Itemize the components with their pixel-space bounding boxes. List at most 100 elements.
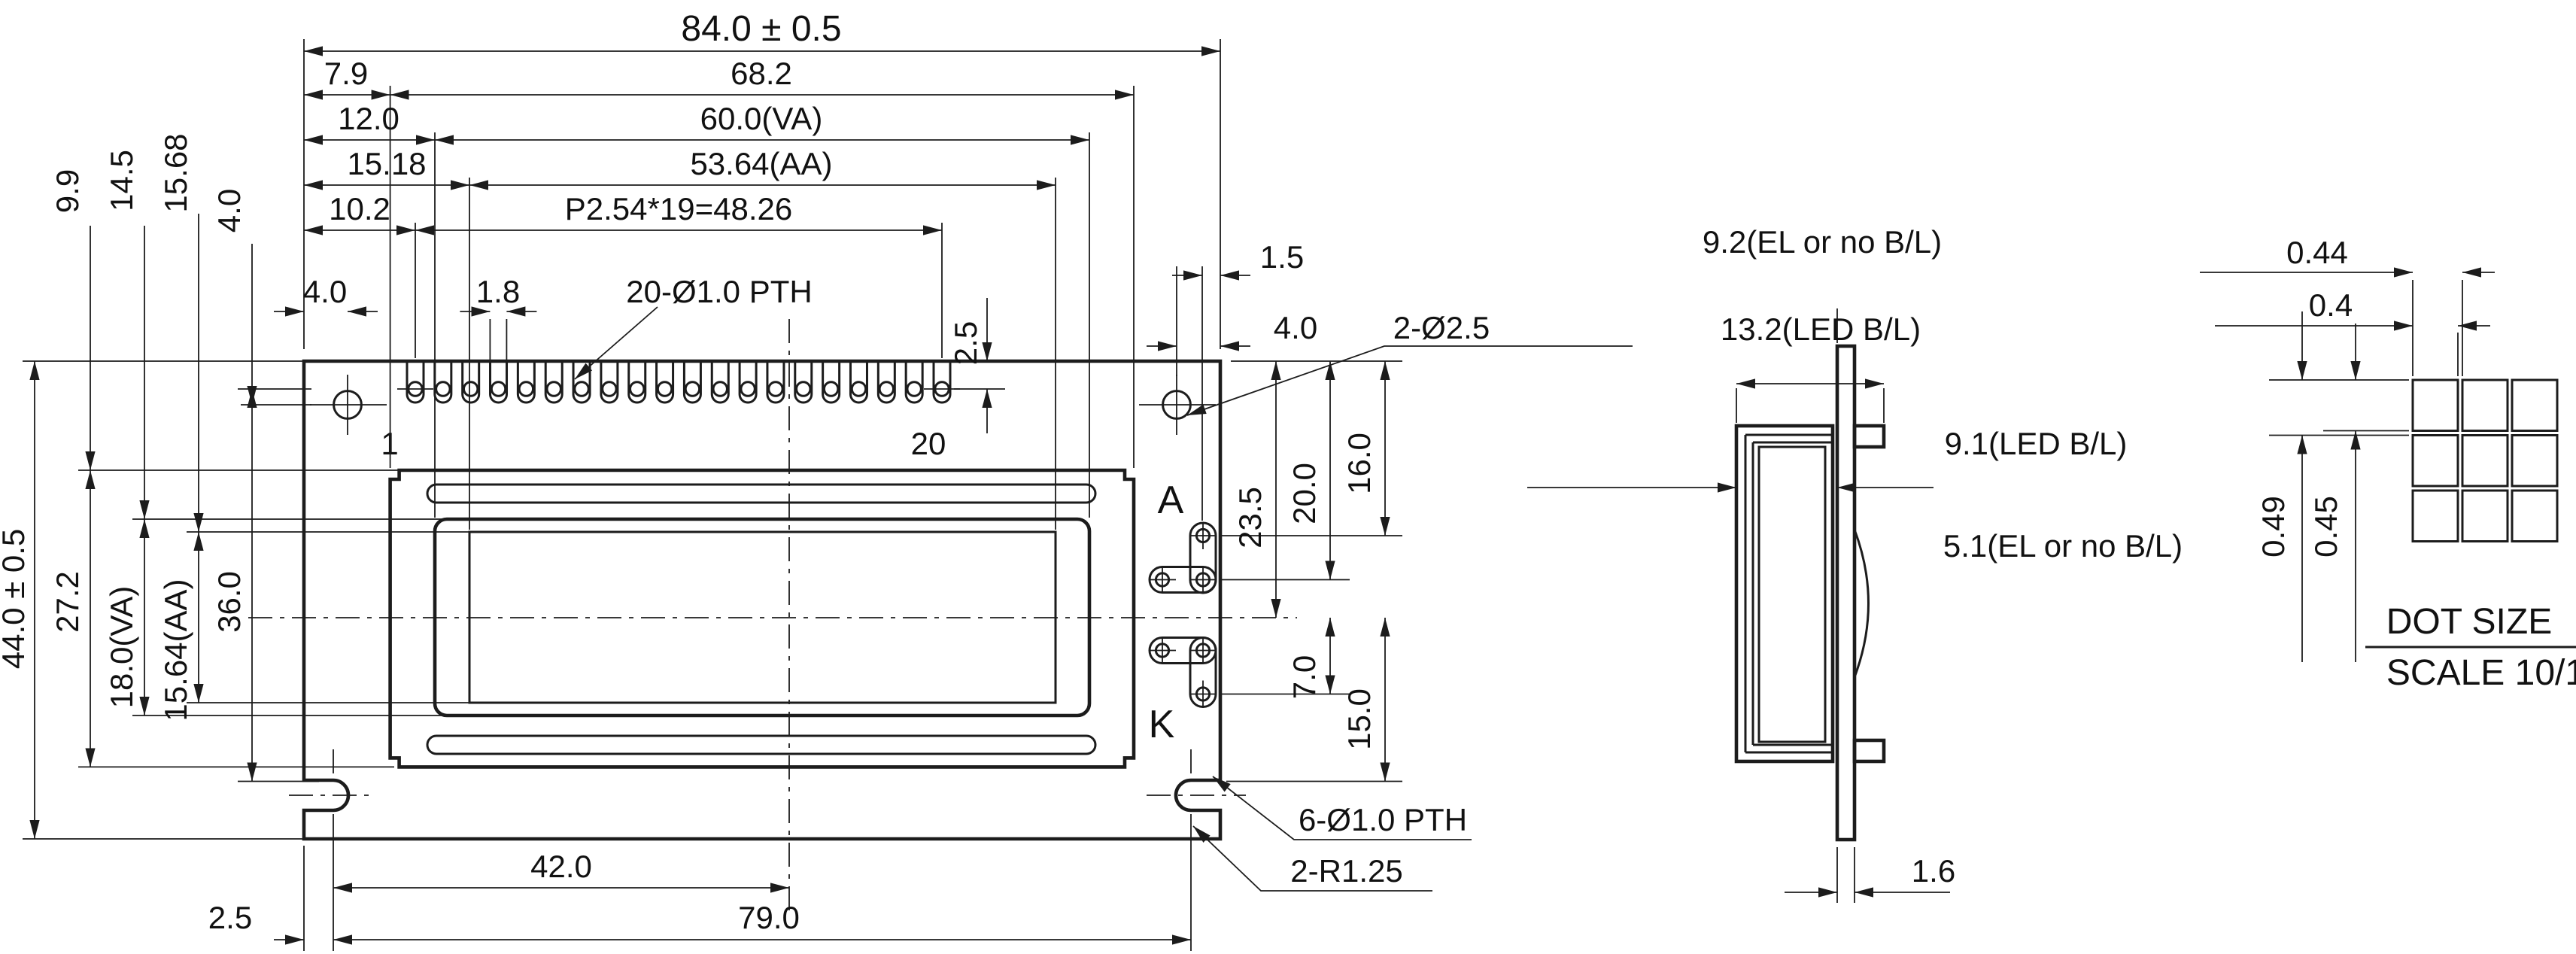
dot-size-title: DOT SIZE: [2386, 602, 2552, 642]
pth6-callout: 6-Ø1.0 PTH: [1299, 802, 1467, 837]
bottom-dimensions: 42.0 79.0 2.5: [208, 849, 1191, 945]
pin-pad: [406, 361, 425, 404]
dim-10-2: 10.2: [329, 191, 390, 226]
pin-pad: [738, 361, 758, 404]
dot-cell: [2411, 434, 2459, 488]
mounting-hole-right: [1139, 375, 1216, 435]
dim-overall-height: 44.0 ± 0.5: [0, 529, 31, 670]
dim-overall-width: 84.0 ± 0.5: [681, 9, 841, 49]
dim-14-5: 14.5: [104, 150, 139, 211]
dot-cell: [2411, 378, 2459, 432]
dot-cell: [2511, 378, 2559, 432]
dim-12-0: 12.0: [338, 101, 399, 136]
anode-terminal: [1148, 521, 1217, 594]
dim-4-0-right: 4.0: [1274, 310, 1317, 345]
pin-pad: [876, 361, 896, 404]
dim-4-0-vertical: 4.0: [211, 189, 247, 232]
dot-cell: [2511, 434, 2559, 488]
side-tab-bottom: [1852, 738, 1886, 764]
dim-1-5: 1.5: [1260, 239, 1304, 275]
dim-9-1-led: 9.1(LED B/L): [1945, 426, 2128, 461]
dim-pcb-thickness: 1.6: [1912, 853, 1955, 889]
pin-hole: [906, 381, 922, 397]
pin-hole: [795, 381, 812, 397]
right-dimensions: 23.5 20.0 16.0 7.0 15.0 6-Ø1.0 PTH 2-R1.…: [1192, 361, 1472, 892]
pth20-label: 20-Ø1.0 PTH: [626, 274, 812, 309]
dim-23-5: 23.5: [1232, 487, 1268, 548]
pin-pad: [682, 361, 702, 404]
dim-dot-pitch-x: 0.44: [2286, 235, 2348, 270]
pin-hole: [545, 381, 562, 397]
pin-pad: [849, 361, 868, 404]
dim-2-5-bottom: 2.5: [208, 900, 252, 935]
pin-pad: [544, 361, 564, 404]
side-lcd-glass: [1757, 445, 1827, 743]
pin-hole: [656, 381, 673, 397]
dim-2-5-vertical: 2.5: [948, 321, 983, 365]
pin-hole: [601, 381, 618, 397]
leader-2d2-5: [1186, 345, 1633, 416]
pin-pad: [822, 361, 841, 404]
pin-hole: [767, 381, 784, 397]
pin-pads: [397, 361, 960, 404]
dot-cell: [2511, 489, 2559, 542]
pin-hole: [850, 381, 867, 397]
side-backlight-bulge: [1853, 529, 1870, 678]
dot-cell: [2411, 489, 2459, 542]
dot-size-scale: SCALE 10/1: [2386, 653, 2576, 693]
extension-lines: [23, 39, 1402, 951]
pin20-label: 20: [911, 426, 946, 461]
dim-15-68: 15.68: [158, 133, 193, 212]
pin-pad: [932, 361, 952, 404]
dim-42-0: 42.0: [530, 849, 592, 884]
dim-7-0: 7.0: [1286, 655, 1322, 699]
pin-hole: [878, 381, 895, 397]
terminal-holes: [1149, 522, 1217, 708]
pcb-outline: [302, 359, 1223, 841]
dim-5-1-el: 5.1(EL or no B/L): [1943, 528, 2183, 564]
pin-hole: [629, 381, 646, 397]
pin-pad: [655, 361, 675, 404]
pin-hole: [822, 381, 840, 397]
dot-cell: [2461, 489, 2509, 542]
pin-pad: [710, 361, 730, 404]
dim-20-0: 20.0: [1286, 463, 1322, 524]
pin-pad: [627, 361, 647, 404]
leader-pth6: [1212, 776, 1472, 840]
dot-grid: [2411, 378, 2559, 542]
side-bezel: [1734, 424, 1835, 764]
dim-68-2: 68.2: [731, 56, 792, 91]
dim-dot-pitch-y: 0.49: [2256, 496, 2291, 558]
dim-dot-width: 0.4: [2309, 287, 2353, 323]
pin-pad: [572, 361, 591, 404]
pin-hole: [490, 381, 507, 397]
pin-pad: [904, 361, 924, 404]
top-dimensions: 84.0 ± 0.5 7.9 68.2 12.0 60.0(VA) 15.18 …: [274, 9, 1633, 433]
pin-hole: [712, 381, 728, 397]
dim-thickness-led: 13.2(LED B/L): [1721, 311, 1921, 347]
r125-callout: 2-R1.25: [1290, 853, 1402, 889]
terminal-hole-ticks: [1189, 566, 1217, 594]
dim-dot-height: 0.45: [2308, 496, 2344, 558]
pin-pad: [516, 361, 536, 404]
pin-hole: [573, 381, 590, 397]
dim-thickness-el: 9.2(EL or no B/L): [1703, 224, 1942, 260]
pin-hole: [740, 381, 756, 397]
dim-9-9: 9.9: [50, 169, 85, 213]
dim-79-0: 79.0: [738, 900, 800, 935]
dot-cell: [2461, 434, 2509, 488]
pin-hole: [518, 381, 535, 397]
bezel-outline: [388, 468, 1136, 769]
side-tab-top: [1852, 424, 1886, 449]
terminal-hole-ticks: [1189, 522, 1217, 549]
dot-cell: [2461, 378, 2509, 432]
side-bezel-lip: [1744, 433, 1833, 754]
leader-r125: [1192, 825, 1432, 892]
cathode-label: K: [1149, 703, 1175, 746]
side-extension-lines: [1736, 308, 1885, 903]
mounting-hole-left: [310, 375, 387, 435]
notch-right-centerline: [1147, 749, 1246, 796]
dim-4-0-left: 4.0: [303, 274, 347, 309]
dim-15-18: 15.18: [347, 146, 426, 181]
